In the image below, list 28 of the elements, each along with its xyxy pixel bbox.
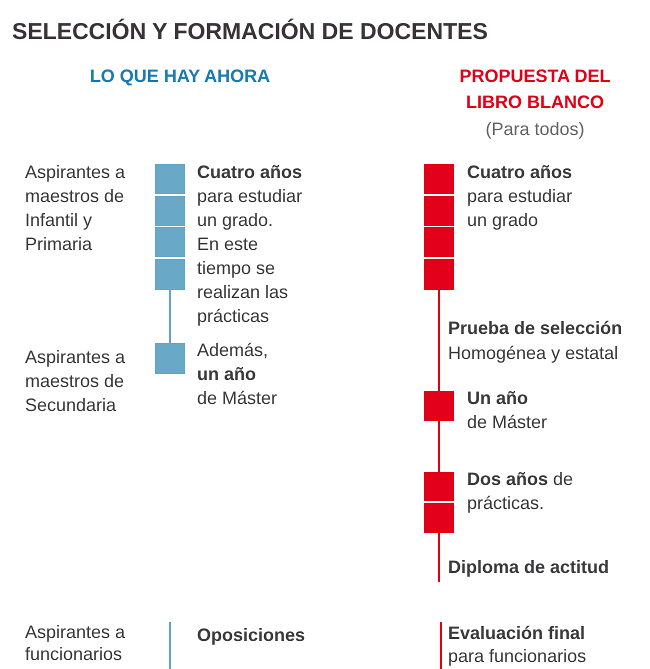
timeline-line (438, 290, 440, 391)
milestone-label: Evaluación final (448, 622, 586, 644)
bar-description: Dos años de prácticas. (467, 468, 574, 515)
timeline-bar (155, 343, 185, 374)
title: SELECCIÓN Y FORMACIÓN DE DOCENTES (12, 17, 488, 45)
milestone-note: para funcionarios (448, 645, 588, 667)
bar-description: Cuatro años para estudiar un grado (467, 161, 574, 232)
timeline-bar (424, 391, 454, 421)
row-label: Aspirantes a funcionarios (25, 621, 126, 665)
bar-description: En este tiempo se realizan las prácticas (197, 233, 290, 328)
column-subheading: (Para todos) (484, 118, 586, 141)
timeline-line (169, 290, 171, 343)
row-label: Aspirantes a maestros de Infantil y Primaria (25, 161, 126, 256)
milestone-label: Prueba de selección (448, 317, 624, 340)
timeline-bar (155, 164, 185, 290)
bar-description: Además, un año de Máster (197, 339, 278, 410)
bar-description: Un año de Máster (467, 387, 548, 434)
milestone-label: Diploma de actitud (448, 556, 610, 579)
timeline-bar (424, 164, 454, 290)
timeline-line (438, 421, 440, 472)
timeline-line (438, 533, 440, 582)
bar-description: Cuatro años para estudiar un grado. (197, 161, 304, 232)
milestone-note: Homogénea y estatal (448, 342, 620, 365)
milestone-label: Oposiciones (197, 624, 306, 647)
column-heading: LO QUE HAY AHORA (88, 65, 272, 88)
column-heading: PROPUESTA DEL LIBRO BLANCO (458, 65, 612, 114)
timeline-bar (424, 472, 454, 533)
row-label: Aspirantes a maestros de Secundaria (25, 346, 126, 417)
